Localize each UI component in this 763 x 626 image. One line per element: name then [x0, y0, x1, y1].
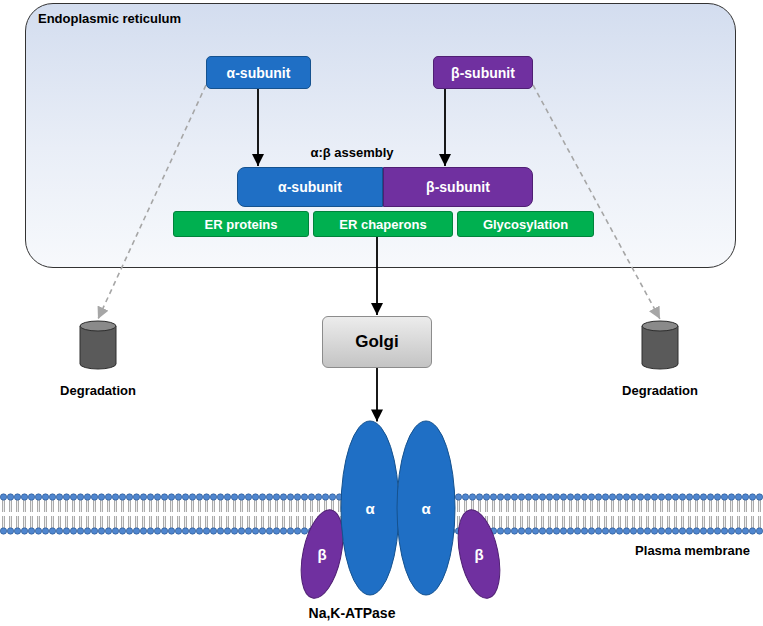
subunit-box: α-subunit	[206, 56, 311, 89]
beta-subunit-shape: β	[459, 508, 499, 600]
factor-box: ER proteins	[173, 211, 309, 237]
assembled-subunit: β-subunit	[383, 167, 533, 207]
alpha-subunit-shape: α	[396, 420, 456, 596]
degradation-cylinder: Degradation	[641, 320, 679, 370]
flow-arrow	[376, 237, 378, 315]
golgi-box: Golgi	[322, 316, 432, 368]
label-holder: Plasma membrane	[635, 541, 750, 559]
diagram-label: Plasma membrane	[635, 543, 750, 558]
subunit-box: β-subunit	[433, 56, 533, 89]
flow-arrow	[444, 89, 446, 166]
subunit-symbol: α	[421, 500, 430, 517]
assembled-subunit: α-subunit	[237, 167, 383, 207]
subunit-symbol: α	[365, 500, 374, 517]
box-label: α-subunit	[278, 179, 342, 195]
flow-arrow	[376, 368, 378, 421]
degradation-cylinder: Degradation	[79, 320, 117, 370]
diagram-label: α:β assembly	[310, 145, 393, 160]
label-holder: Na,K-ATPase	[309, 604, 396, 622]
compartment-title: Endoplasmic reticulum	[38, 11, 181, 26]
subunit-symbol: β	[317, 546, 326, 563]
cylinder-icon	[79, 320, 117, 370]
box-label: Glycosylation	[483, 217, 568, 232]
factor-box: ER chaperons	[313, 211, 453, 237]
node-caption: Degradation	[622, 383, 698, 398]
box-label: β-subunit	[426, 179, 490, 195]
er-compartment: Endoplasmic reticulum α-subunit β-subunit α…	[25, 3, 736, 268]
subunit-symbol: β	[474, 546, 483, 563]
box-label: ER chaperons	[339, 217, 426, 232]
box-label: ER proteins	[205, 217, 278, 232]
flow-arrow	[257, 89, 259, 166]
beta-subunit-shape: β	[302, 508, 342, 600]
label-holder: α:β assembly	[310, 143, 393, 161]
node-caption: Degradation	[60, 383, 136, 398]
cylinder-icon	[641, 320, 679, 370]
diagram-label: Na,K-ATPase	[309, 605, 396, 621]
degradation-arrow	[98, 85, 206, 319]
box-label: α-subunit	[227, 65, 291, 81]
golgi-label: Golgi	[355, 332, 398, 352]
alpha-subunit-shape: α	[340, 420, 400, 596]
box-label: β-subunit	[451, 65, 515, 81]
degradation-arrow	[533, 85, 660, 319]
factor-box: Glycosylation	[457, 211, 594, 237]
